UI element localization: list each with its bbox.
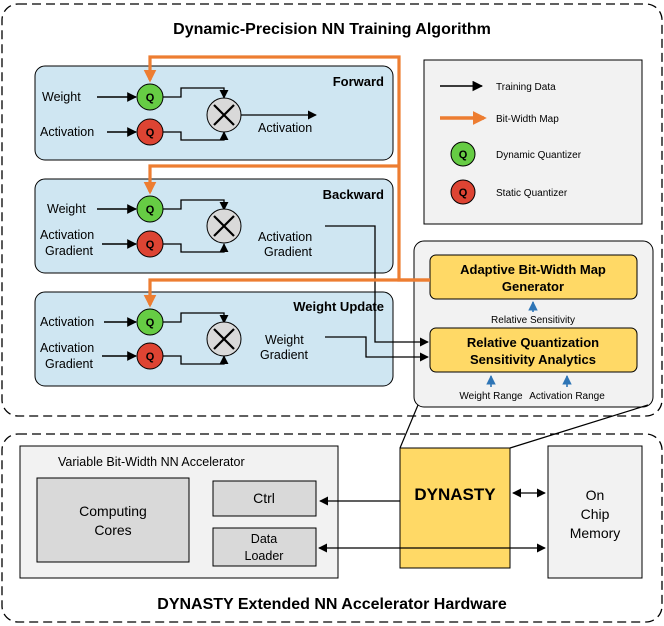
ctrl-box [212,480,317,517]
rqsa-line1: Relative Quantization [467,335,599,350]
bit-width-map-generator [429,254,638,300]
algorithm-title: Dynamic-Precision NN Training Algorithm [173,21,491,38]
memory-line2: Chip [581,506,610,522]
quantizer-letter: Q [146,204,155,216]
legend-static-quantizer-icon [450,179,476,205]
forward-input-weight: Weight [42,90,81,104]
weight-update-stage: Weight Update Activation Activation Grad… [34,291,394,387]
legend-bit-width-map: Bit-Width Map [496,114,559,125]
quantizer-letter: Q [146,127,155,139]
dynasty-label: DYNASTY [414,485,496,504]
hardware-title: DYNASTY Extended NN Accelerator Hardware [157,596,507,613]
weight-update-output-line1: Weight [265,333,304,347]
data-loader-line2: Loader [245,549,284,563]
weight-range-label: Weight Range [459,391,523,402]
analytics-panel: Adaptive Bit-Width Map Generator Relativ… [413,240,654,408]
legend-dynamic-quantizer-icon [450,141,476,167]
computing-cores [36,477,190,563]
generator-line1: Adaptive Bit-Width Map [460,262,606,277]
forward-title: Forward [333,74,384,89]
backward-output-line2: Gradient [264,245,312,259]
legend-dynamic-quantizer: Dynamic Quantizer [496,150,582,161]
backward-output-line1: Activation [258,230,312,244]
forward-input-activation: Activation [40,125,94,139]
computing-line1: Computing [79,503,147,519]
ctrl-label: Ctrl [253,490,275,506]
quantizer-letter: Q [146,239,155,251]
weight-update-input-line2: Gradient [45,357,93,371]
quantizer-letter: Q [146,317,155,329]
algorithm-region [1,3,663,417]
backward-input-line2: Gradient [45,244,93,258]
quantizer-letter: Q [146,351,155,363]
legend-training-data: Training Data [496,82,556,93]
dynasty-link-left [399,404,419,449]
generator-line2: Generator [502,279,564,294]
quantizer-letter: Q [459,149,468,161]
forward-stage: Forward Weight Activation Q Q Activation [34,65,394,161]
weight-gradient-wire [325,336,429,362]
activation-range-label: Activation Range [529,391,605,402]
backward-input-weight: Weight [47,202,86,216]
dynasty-link-right [509,404,649,449]
weight-update-input-activation: Activation [40,315,94,329]
weight-update-output-line2: Gradient [260,348,308,362]
on-chip-memory: On Chip Memory [547,445,643,579]
dynasty-block: DYNASTY [399,447,511,569]
backward-gradient-wire [325,225,429,347]
rqsa-line2: Sensitivity Analytics [470,352,596,367]
data-loader-box [212,527,317,567]
backward-title: Backward [323,187,384,202]
hardware-region [1,433,663,623]
backward-input-line1: Activation [40,228,94,242]
weight-update-input-line1: Activation [40,341,94,355]
weight-update-title: Weight Update [293,299,384,314]
legend: Training Data Bit-Width Map Q Dynamic Qu… [423,59,643,225]
data-loader-line1: Data [251,532,277,546]
relative-sensitivity-label: Relative Sensitivity [491,315,575,326]
accelerator-title: Variable Bit-Width NN Accelerator [58,455,245,469]
accelerator-panel: Variable Bit-Width NN Accelerator Comput… [19,445,339,579]
backward-stage: Backward Weight Activation Gradient Q Q … [34,178,394,274]
sensitivity-analytics [429,327,638,373]
computing-line2: Cores [94,522,131,538]
memory-line3: Memory [570,525,621,541]
forward-output: Activation [258,121,312,135]
memory-line1: On [586,487,605,503]
legend-static-quantizer: Static Quantizer [496,188,568,199]
quantizer-letter: Q [459,187,468,199]
bit-width-map-arrows [143,55,430,308]
quantizer-letter: Q [146,92,155,104]
